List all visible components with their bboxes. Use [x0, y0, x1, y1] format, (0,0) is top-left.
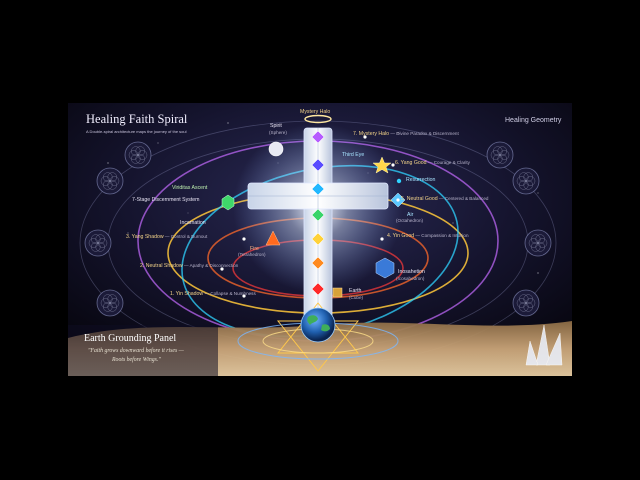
spirit-label: Spirit [270, 123, 282, 129]
third-eye-label: Third Eye [342, 152, 365, 158]
air-sub: (Octahedron) [396, 218, 424, 223]
fire-sub: (Tetrahedron) [238, 252, 266, 257]
page-title: Healing Faith Spiral [86, 112, 188, 126]
chakra-gem-2 [311, 256, 325, 270]
chakra-gem-6 [311, 158, 325, 172]
crystal-cross [247, 127, 389, 319]
icosahedron-shape [375, 257, 395, 279]
earth-continents [307, 315, 330, 332]
viriditas-label: Viriditas Ascent [172, 185, 208, 191]
geometry-medallions [84, 141, 552, 317]
earth-panel-quote-line1: "Faith grows downward before it rises — [88, 348, 184, 354]
geometry-medallion [96, 289, 124, 317]
poster-artwork [68, 103, 572, 376]
stage-6: 6. Yang Good — Courage & Clarity [395, 160, 470, 166]
earth-panel-backdrop [68, 325, 218, 376]
fire-tetrahedron [265, 230, 281, 246]
stage-2: 2. Neutral Shadow — Apathy & Disconnecti… [140, 263, 239, 269]
geometry-medallion [512, 289, 540, 317]
stage-1: 1. Yin Shadow — Collapse & Numbness [170, 291, 256, 297]
halo-ring [304, 114, 332, 124]
icosa-label: Inosahetion [398, 269, 425, 275]
discernment-system-label: 7-Stage Discernment System [132, 197, 200, 203]
star-icon [372, 156, 392, 174]
poster-frame: Healing Faith Spiral A Double-spiral arc… [68, 103, 572, 376]
stage-7: 7. Mystery Halo — Divine Paradox & Disce… [353, 131, 459, 137]
resurrection-node [396, 178, 402, 184]
earth-panel-quote-line2: Roots before Wings." [112, 357, 161, 363]
earth-cube [332, 287, 343, 298]
earth-element-sub: (Cube) [349, 295, 364, 300]
stage-3: 3. Yang Shadow — Control & Burnout [126, 234, 208, 240]
stage-4: 4. Yin Good — Compassion & Intuition [387, 233, 469, 239]
stage-nodes [220, 135, 400, 298]
geometry-medallion [124, 141, 152, 169]
chakra-gem-5 [311, 182, 325, 196]
incarnation-label: Incarnation [180, 220, 206, 226]
air-label: Air [407, 212, 414, 218]
icosa-sub: (Icosahedron) [396, 276, 425, 281]
chakra-gem-7 [311, 130, 325, 144]
stage-5: 5. Neutral Good — Centered & Balanced [401, 196, 489, 202]
geometry-medallion [84, 229, 112, 257]
fire-label: Fire [250, 246, 259, 252]
page-subtitle: A Double-spiral architecture maps the jo… [86, 129, 187, 134]
chakra-gem-1 [311, 282, 325, 296]
chakra-gem-4 [311, 208, 325, 222]
brand-label: Healing Geometry [505, 117, 562, 124]
geometry-medallion [512, 167, 540, 195]
spirit-sphere [268, 141, 284, 157]
earth-panel-title: Earth Grounding Panel [84, 333, 177, 344]
earth-globe [300, 307, 336, 343]
earth-element-label: Earth [349, 288, 362, 294]
mystery-halo-label: Mystery Halo [300, 109, 331, 115]
resurrection-label: Resurrection [406, 177, 436, 183]
chakra-gems [311, 130, 325, 296]
geometry-medallion [524, 229, 552, 257]
viriditas-hexagon [221, 194, 235, 211]
geometry-medallion [96, 167, 124, 195]
geometry-medallion [486, 141, 514, 169]
chakra-gem-3 [311, 232, 325, 246]
quartz-crystals [525, 324, 563, 366]
spirit-sub: (Sphere) [269, 130, 287, 135]
